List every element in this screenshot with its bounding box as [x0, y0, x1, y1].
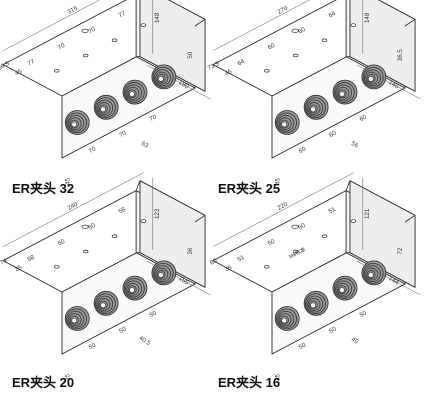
- chuck-bore: [282, 122, 287, 127]
- caption-er25: ER夹头 25: [218, 178, 280, 197]
- top-hole: [322, 235, 327, 238]
- collet-chuck: [304, 291, 328, 315]
- chuck-bore: [368, 272, 373, 277]
- top-hole: [264, 265, 269, 268]
- dim-front-pitch: 70: [88, 145, 98, 155]
- top-hole: [293, 54, 298, 57]
- collet-chuck: [275, 307, 299, 331]
- chuck-bore: [311, 107, 316, 112]
- dim-side: 36.5: [397, 49, 404, 62]
- dim-front-pitch: 50: [298, 341, 308, 351]
- edge-line: [346, 181, 350, 191]
- top-hole: [322, 39, 327, 42]
- top-hole: [264, 69, 269, 72]
- dim-front-pitch: 60: [328, 129, 338, 139]
- dim-top-length: 240: [66, 201, 79, 212]
- chuck-bore: [158, 272, 163, 277]
- top-hole: [83, 54, 88, 57]
- dim-height: 148: [154, 12, 161, 23]
- dim-height: 121: [364, 208, 371, 219]
- dim-front-pitch: 60: [358, 113, 368, 123]
- dim-bottom-b: 40.5: [138, 335, 152, 348]
- dim-front-pitch: 50: [358, 309, 368, 319]
- chuck-bore: [311, 303, 316, 308]
- caption-er32: ER夹头 32: [12, 178, 74, 197]
- chuck-bore: [340, 288, 345, 293]
- collet-chuck: [123, 276, 147, 300]
- chuck-bore: [130, 92, 135, 97]
- collet-chuck: [123, 80, 147, 104]
- dim-front-pitch: 50: [148, 309, 158, 319]
- chuck-bore: [340, 92, 345, 97]
- collet-chuck: [362, 261, 386, 285]
- collet-chuck: [65, 307, 89, 331]
- collet-chuck: [333, 80, 357, 104]
- chuck-bore: [72, 318, 77, 323]
- collet-chuck: [362, 65, 386, 89]
- dim-front-pitch: 70: [148, 113, 158, 123]
- dim-side: 50: [187, 51, 194, 58]
- collet-chuck: [152, 261, 176, 285]
- dim-bottom-b: 63: [140, 140, 150, 150]
- top-hole: [141, 24, 146, 27]
- top-hole: [54, 69, 59, 72]
- dim-bottom-b: 40: [350, 336, 360, 346]
- collet-chuck: [304, 95, 328, 119]
- chuck-bore: [101, 303, 106, 308]
- top-hole: [141, 220, 146, 223]
- dim-top-length: 315: [66, 5, 79, 16]
- dim-front-pitch: 70: [118, 129, 128, 139]
- dim-top-length: 270: [276, 5, 289, 16]
- collet-chuck: [65, 111, 89, 135]
- dim-front-pitch: 50: [328, 325, 338, 335]
- chuck-bore: [101, 107, 106, 112]
- collet-chuck: [94, 95, 118, 119]
- dim-front-pitch: 50: [88, 341, 98, 351]
- caption-er16: ER夹头 16: [218, 372, 280, 391]
- dim-front-pitch: 50: [118, 325, 128, 335]
- top-hole: [54, 265, 59, 268]
- top-hole: [112, 39, 117, 42]
- collet-chuck: [275, 111, 299, 135]
- top-hole: [351, 24, 356, 27]
- caption-er20: ER夹头 20: [12, 372, 74, 391]
- chuck-bore: [158, 76, 163, 81]
- dim-top-length: 220: [276, 201, 289, 212]
- chuck-bore: [72, 122, 77, 127]
- top-hole: [351, 220, 356, 223]
- top-hole: [83, 250, 88, 253]
- collet-chuck: [152, 65, 176, 89]
- dim-height: 123: [154, 208, 161, 219]
- dim-side: 36: [187, 247, 194, 254]
- dim-bottom-b: 56: [350, 140, 360, 150]
- chuck-bore: [282, 318, 287, 323]
- dim-side: 72: [397, 247, 404, 254]
- collet-chuck: [94, 291, 118, 315]
- dim-front-pitch: 60: [298, 145, 308, 155]
- edge-line: [136, 181, 140, 191]
- chuck-bore: [130, 288, 135, 293]
- chuck-bore: [368, 76, 373, 81]
- collet-chuck: [333, 276, 357, 300]
- top-hole: [112, 235, 117, 238]
- dim-height: 148: [364, 12, 371, 23]
